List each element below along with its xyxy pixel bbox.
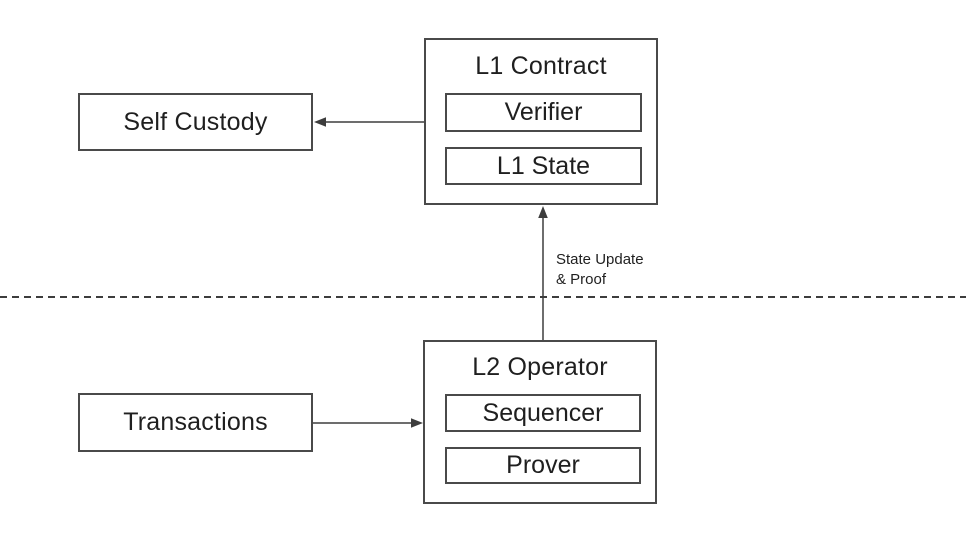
node-l1-contract-title: L1 Contract (475, 51, 607, 80)
node-l1-contract: L1 Contract Verifier L1 State (424, 38, 658, 205)
arrowhead-right-icon (411, 418, 423, 428)
node-transactions-label: Transactions (123, 408, 268, 436)
edge-label-line1: State Update (556, 251, 644, 268)
node-l2-operator: L2 Operator Sequencer Prover (423, 340, 657, 504)
node-self-custody: Self Custody (78, 93, 313, 151)
node-self-custody-label: Self Custody (123, 107, 268, 136)
arrow-l1-contract-to-self-custody (314, 117, 424, 127)
arrowhead-left-icon (314, 117, 326, 127)
arrow-l2-operator-to-l1-contract (538, 206, 548, 340)
arrowhead-up-icon (538, 206, 548, 218)
edge-label-line2: & Proof (556, 271, 607, 288)
node-l2-operator-title: L2 Operator (472, 353, 608, 381)
node-verifier: Verifier (445, 93, 642, 132)
node-l1-state: L1 State (445, 147, 642, 185)
edge-label-state-update-proof: State Update & Proof (556, 250, 644, 290)
node-prover: Prover (445, 447, 641, 484)
node-sequencer: Sequencer (445, 394, 641, 432)
arrow-transactions-to-l2-operator (313, 418, 423, 428)
node-transactions: Transactions (78, 393, 313, 452)
